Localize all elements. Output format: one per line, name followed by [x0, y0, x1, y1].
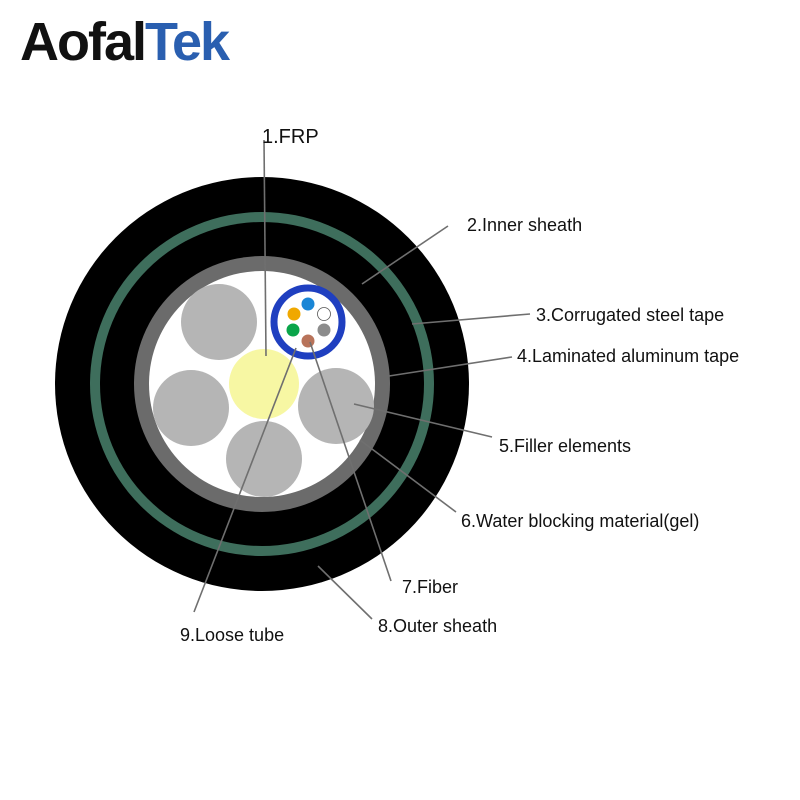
leader-line-filler-elements [353, 403, 493, 438]
aofaltek-logo: AofalTek [20, 12, 230, 72]
label-fiber: 7.Fiber [402, 577, 458, 597]
label-outer-sheath: 8.Outer sheath [378, 616, 497, 636]
filler-element [153, 370, 229, 446]
label-filler-elements: 5.Filler elements [499, 436, 631, 456]
loose-tube [270, 284, 346, 360]
logo-text-aofal: Aofal [20, 12, 147, 72]
leader-line-inner-sheath [361, 225, 449, 285]
fiber [301, 334, 315, 348]
leader-line-outer-sheath [317, 565, 373, 620]
logo-text-tek: Tek [145, 12, 230, 72]
filler-element [181, 284, 257, 360]
fiber [317, 307, 331, 321]
fiber [287, 307, 301, 321]
leader-line-frp [263, 139, 267, 357]
label-water-blocking-material: 6.Water blocking material(gel) [461, 511, 699, 531]
label-loose-tube: 9.Loose tube [180, 625, 284, 645]
leader-line-loose-tube [193, 347, 297, 613]
frp-strength-member [229, 349, 299, 419]
label-corrugated-steel-tape: 3.Corrugated steel tape [536, 305, 724, 325]
fiber [286, 323, 300, 337]
fiber [301, 297, 315, 311]
label-laminated-aluminum-tape: 4.Laminated aluminum tape [517, 346, 739, 366]
leader-line-water-blocking-material [359, 439, 457, 513]
leader-line-corrugated-steel-tape [411, 313, 531, 325]
label-inner-sheath: 2.Inner sheath [467, 215, 582, 235]
leader-line-laminated-aluminum-tape [388, 356, 513, 377]
label-frp: 1.FRP [262, 126, 319, 148]
leader-line-fiber [309, 341, 392, 582]
fiber [317, 323, 331, 337]
filler-element [298, 368, 374, 444]
